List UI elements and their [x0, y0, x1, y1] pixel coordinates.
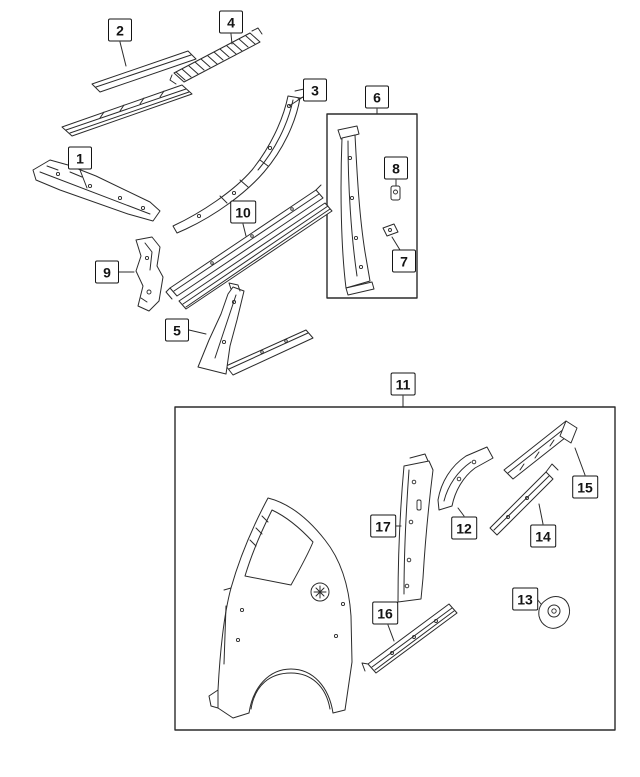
part-windshield-header-drawing [61, 50, 197, 137]
callout-15[interactable]: 15 [572, 475, 598, 499]
callout-leader-16 [387, 624, 395, 642]
callout-14[interactable]: 14 [530, 524, 556, 548]
callout-2[interactable]: 2 [108, 18, 132, 42]
part-roof-rail-bracket-drawing [437, 446, 494, 511]
callout-leader-7 [391, 236, 401, 251]
callout-7[interactable]: 7 [392, 249, 416, 273]
quarter-panel-group-box [174, 406, 616, 731]
callout-11[interactable]: 11 [390, 372, 416, 396]
callout-1[interactable]: 1 [68, 146, 92, 170]
callout-leader-15 [574, 447, 586, 476]
part-cowl-top-drawing [32, 159, 161, 222]
callout-leader-5 [188, 329, 207, 335]
callout-4[interactable]: 4 [219, 10, 243, 34]
callout-12[interactable]: 12 [451, 516, 477, 540]
part-retainer-clip-drawing [382, 223, 399, 237]
part-striker-bracket-drawing [390, 185, 401, 201]
callout-leader-2 [119, 41, 127, 67]
callout-3[interactable]: 3 [303, 78, 327, 102]
callout-leader-4 [230, 33, 233, 45]
part-upper-rail-drawing [503, 420, 578, 480]
part-b-pillar-rocker-drawing [197, 282, 314, 376]
callout-leader-1 [79, 169, 88, 189]
callout-16[interactable]: 16 [372, 601, 398, 625]
callout-13[interactable]: 13 [512, 587, 538, 611]
parts-artwork-layer [32, 27, 578, 719]
callout-8[interactable]: 8 [384, 156, 408, 180]
part-fuel-filler-pocket-drawing [538, 596, 571, 629]
part-quarter-aperture-panel-drawing [208, 497, 353, 719]
callout-leader-14 [538, 503, 544, 525]
callout-10[interactable]: 10 [230, 200, 256, 224]
callout-5[interactable]: 5 [165, 318, 189, 342]
part-roof-bow-drawing [169, 27, 263, 85]
callout-6[interactable]: 6 [365, 85, 389, 109]
callout-17[interactable]: 17 [370, 514, 396, 538]
callout-leader-3 [288, 96, 304, 107]
part-front-pillar-bracket-drawing [135, 236, 164, 312]
leader-lines-layer [79, 33, 586, 642]
callout-leader-10 [242, 223, 247, 237]
part-c-pillar-reinforcement-drawing [397, 453, 434, 603]
callout-leader-12 [457, 507, 465, 517]
part-b-pillar-inner-drawing [337, 125, 375, 296]
callout-9[interactable]: 9 [95, 260, 119, 284]
